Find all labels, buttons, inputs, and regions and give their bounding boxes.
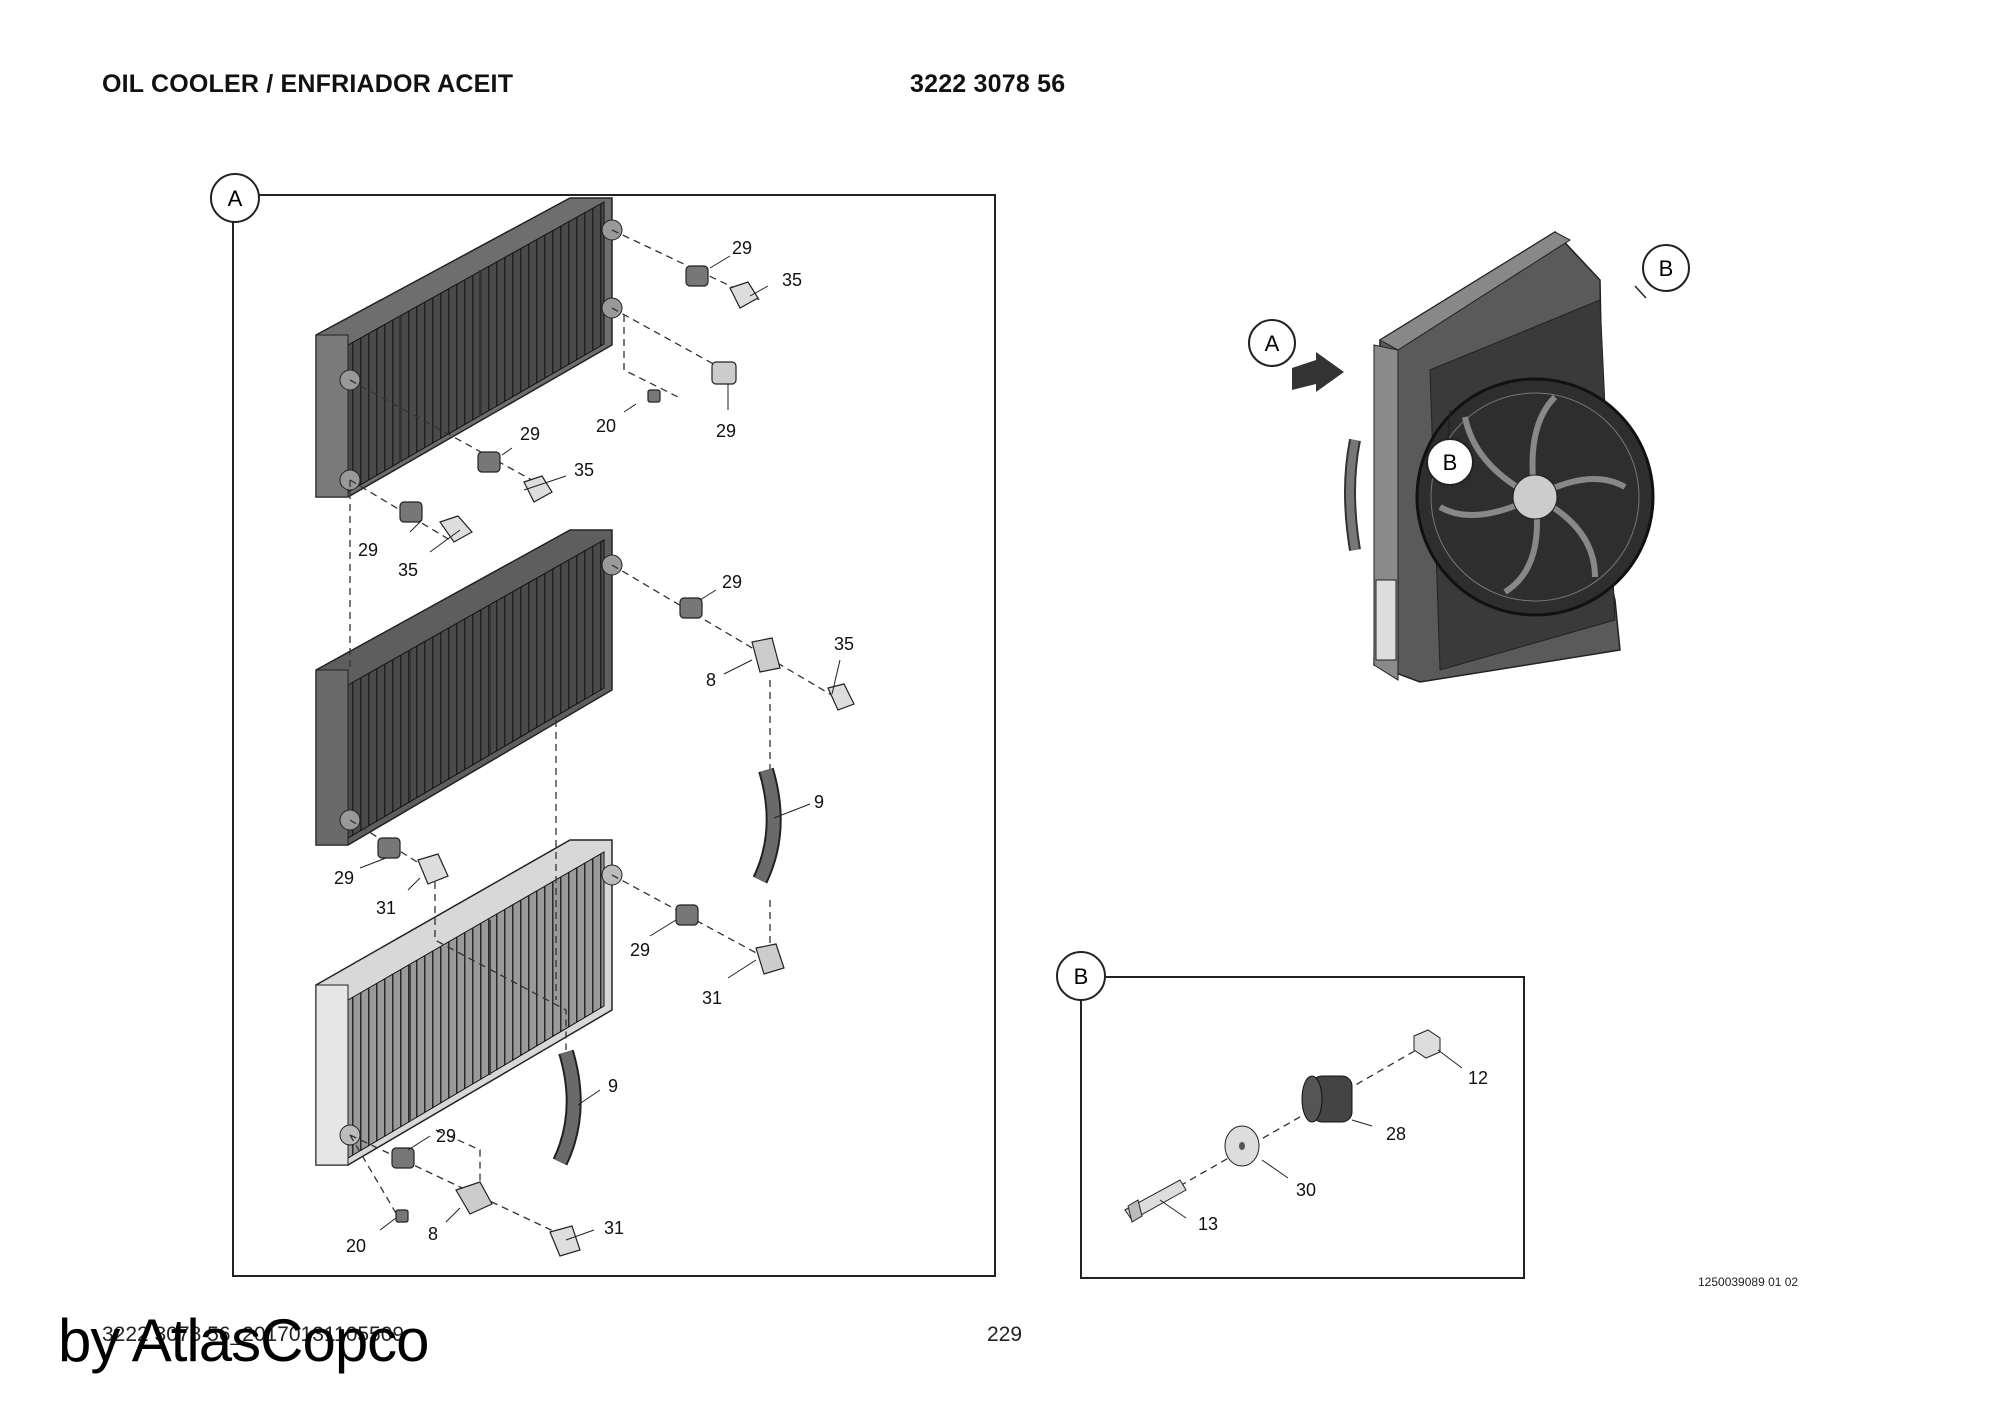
callouts-detail-a: 29 35 29 20 29 35 29 35 29 8 35 9 29 31 …	[334, 238, 854, 1256]
callout-number: 35	[398, 560, 418, 580]
detail-b-label: B	[1074, 964, 1089, 989]
part-number: 3222 3078 56	[910, 70, 1066, 98]
callout-number: 13	[1198, 1214, 1218, 1234]
callout-number: 29	[334, 868, 354, 888]
fittings	[377, 265, 855, 1257]
footer-doc-ref: 3222 3078 56_20170131105509	[102, 1323, 405, 1346]
callout-number: 12	[1468, 1068, 1488, 1088]
overview-label-a: A	[1265, 331, 1280, 356]
callout-number: 29	[358, 540, 378, 560]
oil-cooler-middle	[315, 529, 623, 846]
drawing-code: 1250039089 01 02	[1698, 1275, 1799, 1289]
callout-number: 20	[346, 1236, 366, 1256]
callout-number: 29	[732, 238, 752, 258]
detail-b-frame: B	[1056, 951, 1525, 1279]
overview-label-b-mid: B	[1443, 450, 1458, 475]
callout-number: 35	[834, 634, 854, 654]
callout-number: 29	[716, 421, 736, 441]
callouts-detail-b: 12 28 30 13	[1159, 1049, 1488, 1234]
oil-cooler-top	[315, 197, 623, 498]
callout-number: 9	[814, 792, 824, 812]
callout-number: 8	[428, 1224, 438, 1244]
page-number: 229	[987, 1323, 1023, 1346]
callout-number: 29	[722, 572, 742, 592]
callout-number: 30	[1296, 1180, 1316, 1200]
callout-number: 20	[596, 416, 616, 436]
oil-cooler-bottom	[315, 839, 623, 1166]
watermark: by AtlasCopco	[58, 1307, 430, 1374]
overview-label-b-top: B	[1659, 256, 1674, 281]
callout-number: 31	[604, 1218, 624, 1238]
callout-number: 29	[520, 424, 540, 444]
callout-number: 29	[436, 1126, 456, 1146]
callout-number: 31	[702, 988, 722, 1008]
callout-number: 31	[376, 898, 396, 918]
callout-number: 9	[608, 1076, 618, 1096]
oil-cooler-assembly-overview	[1292, 231, 1655, 683]
callout-number: 35	[574, 460, 594, 480]
page-title: OIL COOLER / ENFRIADOR ACEIT	[102, 70, 514, 98]
overview-labels: A B B	[1248, 244, 1690, 486]
callout-number: 28	[1386, 1124, 1406, 1144]
detail-a-frame: A	[210, 173, 996, 1277]
detail-b-parts	[1124, 1029, 1441, 1223]
callout-number: 29	[630, 940, 650, 960]
callout-number: 8	[706, 670, 716, 690]
detail-a-label: A	[228, 186, 243, 211]
callout-number: 35	[782, 270, 802, 290]
